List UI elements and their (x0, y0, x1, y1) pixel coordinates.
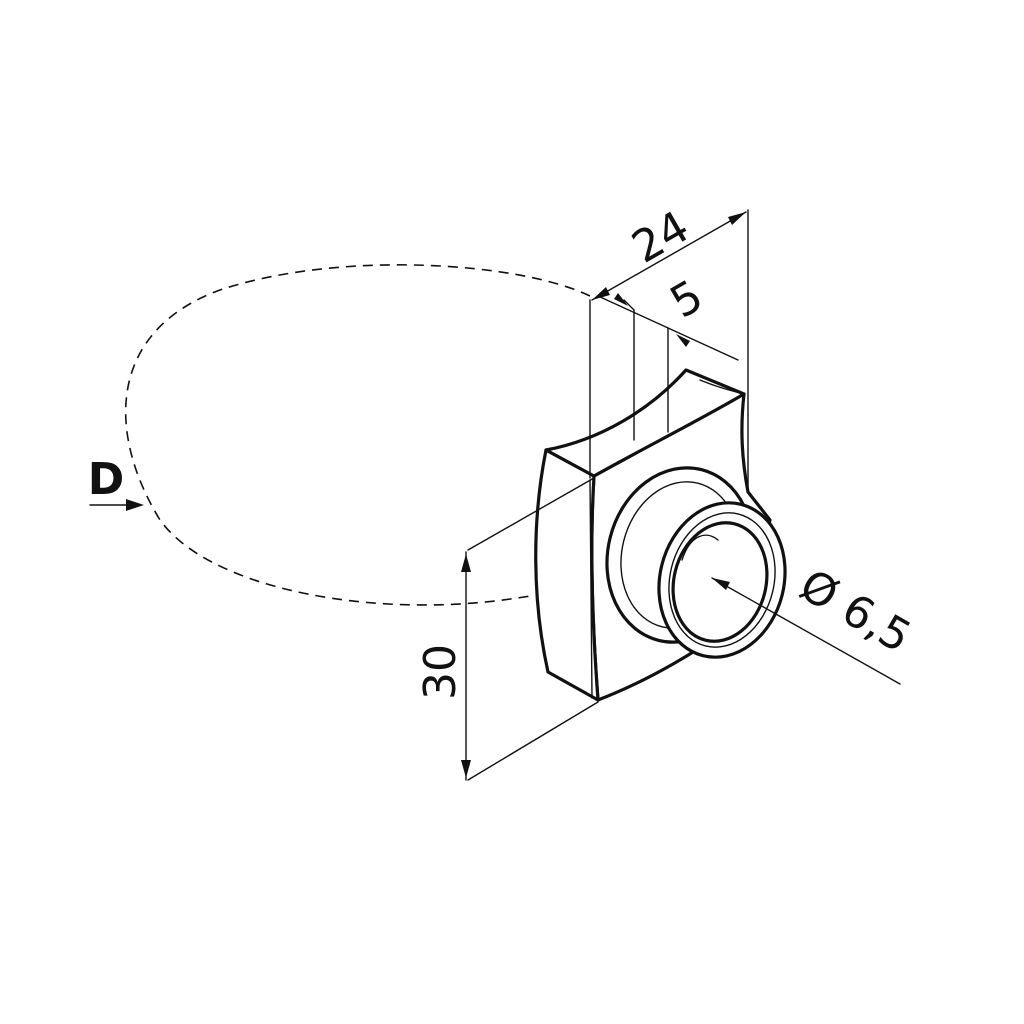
tube-diameter-callout: D (88, 454, 144, 511)
dimension-width-label: 24 (624, 201, 698, 273)
dimension-hole-diameter-label: Ø 6,5 (791, 560, 919, 663)
tube-hidden-outline (124, 264, 591, 606)
dimension-height: 30 (415, 477, 599, 781)
dimension-height-label: 30 (415, 644, 466, 700)
tube-diameter-label: D (88, 454, 125, 505)
adapter-side-face (534, 448, 600, 702)
dimension-offset-label: 5 (662, 270, 712, 328)
